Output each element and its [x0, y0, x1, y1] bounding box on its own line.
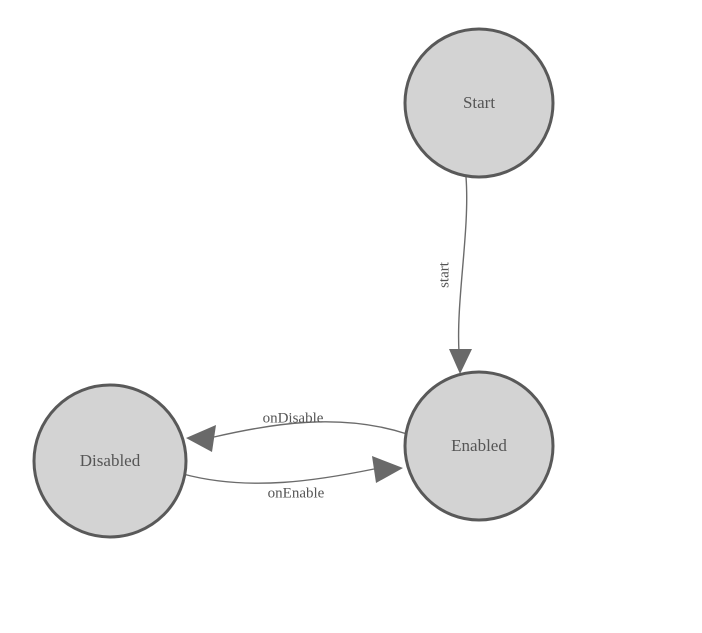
state-node-start-label: Start — [463, 93, 495, 112]
edge-start-to-enabled[interactable]: start — [436, 176, 472, 374]
state-node-start[interactable]: Start — [403, 27, 555, 179]
edge-path-start — [457, 176, 468, 353]
edge-path-on-enable — [182, 468, 375, 484]
state-node-disabled[interactable]: Disabled — [32, 383, 188, 539]
state-node-disabled-label: Disabled — [80, 451, 141, 470]
arrowhead-icon-on-enable — [372, 456, 403, 483]
state-node-enabled-label: Enabled — [451, 436, 507, 455]
edge-label-on-enable: onEnable — [268, 485, 325, 501]
edge-disabled-to-enabled[interactable]: onEnable — [182, 456, 403, 501]
state-node-enabled-circle — [403, 370, 555, 522]
edge-enabled-to-disabled[interactable]: onDisable — [186, 410, 408, 452]
arrowhead-icon-start — [449, 349, 472, 374]
arrowhead-icon-on-disable — [186, 425, 216, 452]
state-node-start-circle — [403, 27, 555, 179]
edge-label-start: start — [436, 261, 452, 288]
edge-label-on-disable: onDisable — [263, 410, 324, 426]
state-node-enabled[interactable]: Enabled — [403, 370, 555, 522]
state-node-disabled-circle — [32, 383, 188, 539]
edge-path-on-disable — [213, 421, 408, 438]
